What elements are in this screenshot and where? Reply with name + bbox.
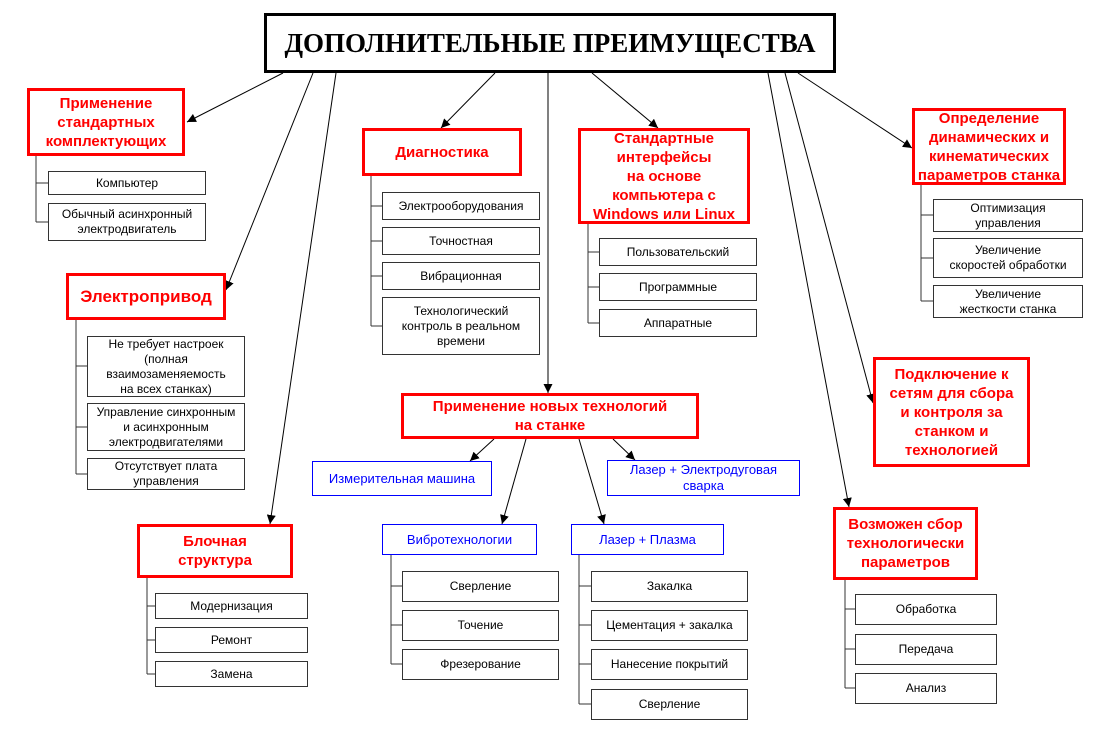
leaf-vibro-drilling: Сверление — [402, 571, 559, 602]
arrow-to-block-structure — [266, 72, 337, 525]
category-new-technologies: Применение новых технологий на станке — [401, 393, 699, 439]
arrow-to-dynamic-params — [797, 72, 913, 149]
tech-vibro: Вибротехнологии — [382, 524, 537, 555]
root-title: ДОПОЛНИТЕЛЬНЫЕ ПРЕИМУЩЕСТВА — [264, 13, 836, 73]
leaf-no-setup: Не требует настроек (полная взаимозаменя… — [87, 336, 245, 397]
arrow-to-measuring-machine — [469, 438, 495, 462]
leaf-repair: Ремонт — [155, 627, 308, 653]
leaf-replacement: Замена — [155, 661, 308, 687]
arrow-to-standard-components — [186, 72, 284, 123]
category-data-collection: Возможен сбор технологически параметров — [833, 507, 978, 580]
leaf-no-control-board: Отсутствует плата управления — [87, 458, 245, 490]
leaf-transmission: Передача — [855, 634, 997, 665]
leaf-electrical-equipment: Электрооборудования — [382, 192, 540, 220]
leaf-coating: Нанесение покрытий — [591, 649, 748, 680]
arrow-to-standard-interfaces — [591, 72, 659, 129]
leaf-vibro-turning: Точение — [402, 610, 559, 641]
tech-measuring-machine: Измерительная машина — [312, 461, 492, 496]
leaf-laser-drilling: Сверление — [591, 689, 748, 720]
leaf-vibration: Вибрационная — [382, 262, 540, 290]
leaf-modernization: Модернизация — [155, 593, 308, 619]
leaf-processing: Обработка — [855, 594, 997, 625]
arrow-to-laser-plasma — [578, 438, 606, 525]
category-standard-components: Применение стандартных комплектующих — [27, 88, 185, 156]
category-dynamic-params: Определение динамических и кинематически… — [912, 108, 1066, 185]
tech-laser-arc-welding: Лазер + Электродуговая сварка — [607, 460, 800, 496]
leaf-cementation-hardening: Цементация + закалка — [591, 610, 748, 641]
leaf-sync-async-control: Управление синхронным и асинхронным элек… — [87, 403, 245, 451]
tech-laser-plasma: Лазер + Плазма — [571, 524, 724, 555]
leaf-accuracy: Точностная — [382, 227, 540, 255]
arrow-to-electric-drive — [225, 72, 314, 291]
arrow-to-laser-arc — [612, 438, 636, 461]
leaf-vibro-milling: Фрезерование — [402, 649, 559, 680]
arrow-to-vibro — [500, 438, 527, 525]
leaf-async-motor: Обычный асинхронный электродвигатель — [48, 203, 206, 241]
leaf-hardware-interface: Аппаратные — [599, 309, 757, 337]
category-block-structure: Блочная структура — [137, 524, 293, 578]
arrow-to-diagnostics — [440, 72, 496, 129]
category-diagnostics: Диагностика — [362, 128, 522, 176]
leaf-stiffness-increase: Увеличение жесткости станка — [933, 285, 1083, 318]
leaf-speed-increase: Увеличение скоростей обработки — [933, 238, 1083, 278]
category-standard-interfaces: Стандартные интерфейсы на основе компьют… — [578, 128, 750, 224]
leaf-control-optimization: Оптимизация управления — [933, 199, 1083, 232]
leaf-computer: Компьютер — [48, 171, 206, 195]
arrow-to-network — [784, 72, 876, 404]
leaf-software-interface: Программные — [599, 273, 757, 301]
leaf-hardening: Закалка — [591, 571, 748, 602]
leaf-realtime-control: Технологический контроль в реальном врем… — [382, 297, 540, 355]
leaf-analysis: Анализ — [855, 673, 997, 704]
leaf-user-interface: Пользовательский — [599, 238, 757, 266]
category-electric-drive: Электропривод — [66, 273, 226, 320]
category-network: Подключение к сетям для сбора и контроля… — [873, 357, 1030, 467]
arrow-to-data-collection — [767, 72, 852, 508]
